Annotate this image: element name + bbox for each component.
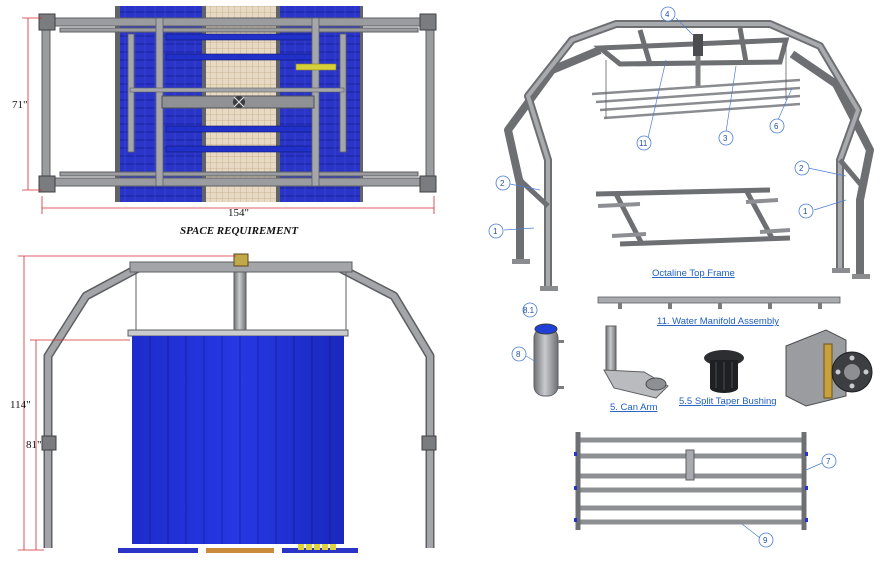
cylinder-fitting-bottom (558, 386, 564, 389)
plan-dimension-lines (22, 17, 435, 214)
rack-rails (576, 437, 806, 525)
callout-circle-8-1 (522, 302, 538, 318)
callout-6: 6 (774, 122, 779, 131)
gearbox-bolts (835, 355, 869, 389)
water-manifold-part: 11. Water Manifold Assembly (597, 296, 841, 327)
rack-center-post (685, 449, 695, 481)
iso-manifold-rack (591, 78, 801, 120)
cylinder-body (533, 327, 559, 397)
elevation-bracket-left (41, 435, 57, 451)
callout-leader-9 (741, 523, 761, 539)
callout-circle-9 (758, 532, 774, 548)
elevation-drop-shaft (233, 271, 247, 331)
dim-height-total: 114" (10, 399, 31, 411)
callout-9: 9 (763, 536, 768, 545)
dim-width-top: 154" (228, 207, 249, 219)
elevation-floor-belt-right (282, 548, 358, 553)
elevation-floor-belt-left (118, 548, 198, 553)
callout-2-left: 2 (500, 179, 505, 188)
caption-octaline-top-frame[interactable]: Octaline Top Frame (652, 268, 735, 279)
plan-outer-frame (41, 17, 435, 187)
can-arm-plate (603, 369, 669, 399)
cylinder-top (534, 323, 558, 335)
callout-1-left: 1 (493, 227, 498, 236)
iso-braces (518, 158, 864, 208)
plan-hub-mark (233, 96, 245, 108)
caption-water-manifold[interactable]: 11. Water Manifold Assembly (657, 316, 779, 327)
bushing-ribs (715, 362, 733, 390)
can-arm-hub (645, 377, 667, 391)
iso-feet (512, 259, 870, 291)
callout-4: 4 (665, 10, 670, 19)
manifold-nozzles (618, 303, 822, 309)
elevation-curtain-rail (127, 329, 349, 337)
elevation-curtain-strips (149, 336, 331, 544)
part-8-cylinder: 8.1 8 (511, 302, 564, 397)
motor-gearbox-part (785, 329, 873, 407)
callout-2-right: 2 (799, 164, 804, 173)
split-taper-bushing-part: 5.5 Split Taper Bushing (679, 350, 777, 407)
plan-yellow-part (295, 63, 337, 71)
dim-height-curtain: 81" (26, 439, 42, 451)
callout-3: 3 (723, 134, 728, 143)
elevation-dimension-lines (18, 255, 236, 551)
plan-corner-feet (38, 13, 437, 193)
plan-cross-bar (129, 87, 345, 93)
gearbox-brass-ring (823, 343, 833, 399)
rack-blue-ports (574, 452, 808, 522)
callout-7: 7 (826, 457, 831, 466)
elevation-floor-grid (206, 548, 274, 553)
callout-1-right: 1 (803, 207, 808, 216)
iso-callout-circles (488, 6, 814, 239)
top-frame-outriggers (597, 198, 791, 238)
callout-11: 11 (639, 139, 648, 148)
callout-8: 8 (516, 350, 521, 359)
caption-split-taper-bushing[interactable]: 5.5 Split Taper Bushing (679, 396, 777, 407)
plan-view: 71" 154" SPACE REQUIREMENT (12, 6, 437, 237)
callout-leader-7 (805, 462, 823, 471)
iso-callout-leaders (503, 17, 847, 231)
cylinder-fitting-top (558, 340, 564, 343)
callout-8-1: 8.1 (523, 306, 535, 315)
elevation-view: 114" 81" (10, 253, 437, 553)
part-7-9-rack: 7 9 (574, 432, 837, 548)
elevation-bracket-right (421, 435, 437, 451)
caption-space-requirement: SPACE REQUIREMENT (180, 225, 299, 237)
callout-circle-7 (821, 453, 837, 469)
dim-height-top: 71" (12, 99, 28, 111)
iso-top-frame (593, 27, 790, 67)
manifold-pipe (597, 296, 841, 304)
callout-circle-8 (511, 346, 527, 362)
rack-uprights (575, 432, 807, 530)
iso-motor (693, 34, 703, 56)
elevation-motor-cap (233, 253, 249, 267)
can-arm-part: 5. Can Arm (603, 325, 669, 413)
gearbox-shaft (844, 364, 860, 380)
callout-leader-8 (525, 355, 537, 363)
iso-arch-view: 4 11 3 6 2 2 1 1 (488, 6, 874, 291)
elevation-floor-yellow-blocks (298, 544, 336, 550)
octaline-top-frame-part: Octaline Top Frame (595, 187, 791, 279)
iso-arch-highlight (526, 22, 860, 288)
elevation-blue-curtain (132, 336, 344, 544)
can-arm-shaft (605, 325, 617, 373)
caption-can-arm[interactable]: 5. Can Arm (610, 402, 658, 413)
